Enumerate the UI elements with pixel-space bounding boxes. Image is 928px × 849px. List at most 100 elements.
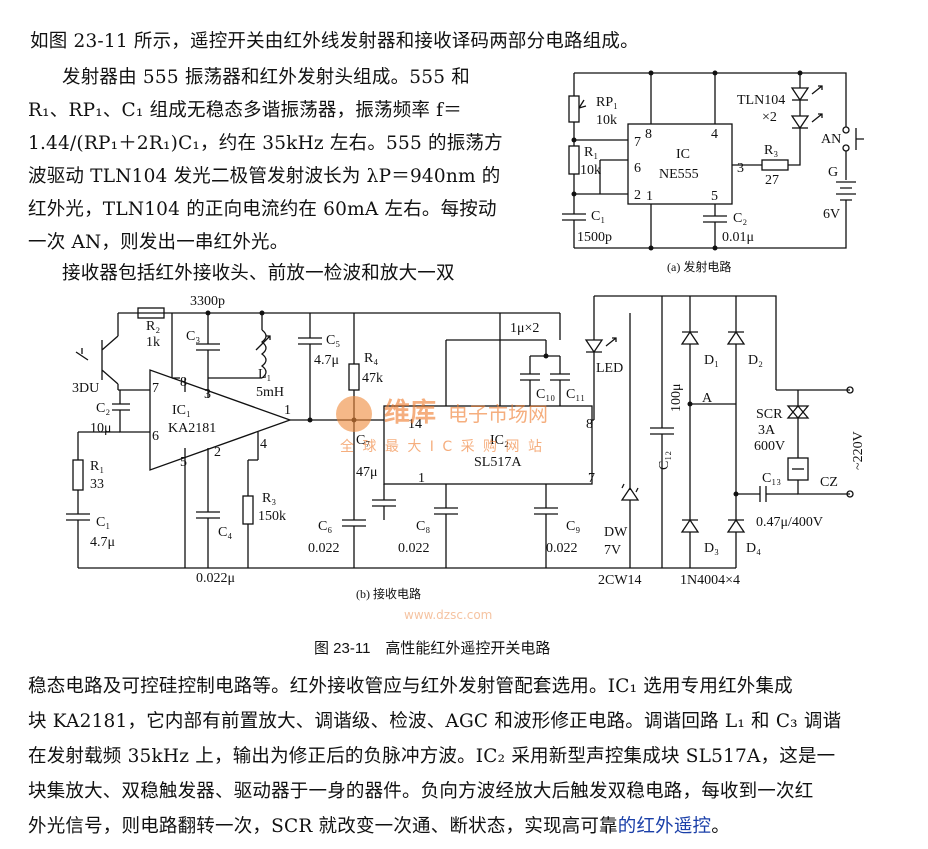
dw-value: 7V [604, 543, 621, 558]
c13-value: 0.47μ/400V [756, 515, 823, 530]
d1-label: D₁ [704, 353, 719, 368]
r1-label: R₁ [584, 145, 598, 160]
paragraph-text: 。 [711, 816, 730, 837]
c11-label: C₁₁ [566, 387, 585, 402]
scr-voltage: 600V [754, 439, 785, 454]
l1-value: 5mH [256, 385, 284, 400]
ic2-pin-1: 1 [418, 471, 425, 486]
ic2-pin-14: 14 [408, 417, 422, 432]
c2-label: C₂ [733, 211, 747, 226]
paragraph-intro: 如图 23-11 所示，遥控开关由红外线发射器和接收译码两部分电路组成。 [30, 31, 639, 52]
d4-label: D₄ [746, 541, 761, 556]
caps-label: 1μ×2 [510, 321, 539, 336]
watermark-url: www.dzsc.com [404, 608, 493, 622]
paragraph-line: 红外光，TLN104 的正向电流约在 60mA 左右。每按动 [28, 199, 497, 220]
r3-value: 27 [765, 173, 779, 188]
ic1-pin-2: 2 [214, 445, 221, 460]
led-label: LED [596, 361, 623, 376]
ic1-pin-7: 7 [152, 381, 159, 396]
pin-2: 2 [634, 188, 641, 203]
rp1-label: RP₁ [596, 95, 618, 110]
ic1-amplifier-body [149, 369, 292, 471]
paragraph-line: 块集放大、双稳触发器、驱动器于一身的器件。负向方波经放大后触发双稳电路，每收到一… [28, 781, 814, 802]
diode-part: 1N4004×4 [680, 573, 740, 588]
red-remote-link[interactable]: 的红外遥控 [617, 816, 712, 837]
cap-100-label: 100μ [669, 383, 684, 412]
c13-label: C₁₃ [762, 471, 781, 486]
c2-label: C₂ [96, 401, 110, 416]
ic1-pin-4: 4 [260, 437, 267, 452]
figure-caption: 图 23-11 高性能红外遥控开关电路 [314, 640, 550, 657]
r4-value: 47k [362, 371, 383, 386]
r3-value: 150k [258, 509, 286, 524]
c9-value: 0.022 [546, 541, 578, 556]
paragraph-line: 一次 AN，则发出一串红外光。 [28, 232, 289, 253]
ic1-pin-8: 8 [180, 375, 187, 390]
node-a-label: A [702, 391, 713, 406]
sensor-label: 3DU [72, 381, 99, 396]
c10-label: C₁₀ [536, 387, 555, 402]
r3-label: R₃ [764, 143, 778, 158]
r1-value: 10k [580, 163, 601, 178]
ic2-part: SL517A [474, 455, 522, 470]
ic2-pin-8: 8 [586, 417, 593, 432]
ic1-pin-1: 1 [284, 403, 291, 418]
paragraph-text: 外光信号，则电路翻转一次，SCR 就改变一次通、断状态，实现高可靠 [28, 816, 618, 837]
ic1-pin-5: 5 [180, 455, 187, 470]
dw-part: 2CW14 [598, 573, 642, 588]
c1-label: C₁ [591, 209, 605, 224]
pin-1: 1 [646, 189, 653, 204]
paragraph-line: 块 KA2181，它内部有前置放大、调谐级、检波、AGC 和波形修正电路。调谐回… [28, 711, 842, 732]
paragraph-line: 接收器包括红外接收头、前放一检波和放大一双 [62, 263, 455, 284]
scr-current: 3A [758, 423, 776, 438]
led-label: TLN104 [737, 93, 785, 108]
d2-label: D₂ [748, 353, 763, 368]
watermark-site: 电子市场网 [448, 402, 548, 426]
c4-value: 0.022μ [196, 571, 235, 586]
ic1-part: KA2181 [168, 421, 216, 436]
c6-label: C₆ [318, 519, 332, 534]
watermark-logo-icon [336, 396, 372, 432]
c7-value: 47μ [356, 465, 378, 480]
battery-label: G [828, 165, 838, 180]
c8-value: 0.022 [398, 541, 430, 556]
mains-label: ~220V [851, 431, 866, 470]
r2-value: 1k [146, 335, 160, 350]
c1-label: C₁ [96, 515, 110, 530]
pin-5: 5 [711, 189, 718, 204]
r3-label: R₃ [262, 491, 276, 506]
c4-label: C₄ [218, 525, 232, 540]
ic2-pin-7: 7 [588, 471, 595, 486]
c2-value: 0.01μ [722, 230, 754, 245]
ic1-label: IC₁ [172, 403, 191, 418]
c5-value: 4.7μ [314, 353, 339, 368]
paragraph-line: R₁、RP₁、C₁ 组成无稳态多谐振荡器，振荡频率 f＝ [28, 100, 462, 121]
ic1-pin-6: 6 [152, 429, 159, 444]
watermark: 维库 电子市场网 全 球 最 大 I C 采 购 网 站 [332, 392, 622, 462]
paragraph-line: 1.44/(RP₁＋2R₁)C₁，约在 35kHz 左右。555 的振荡方 [28, 133, 503, 154]
c3-value: 3300p [190, 294, 225, 309]
ic-555-body [627, 123, 733, 205]
paragraph-line: 稳态电路及可控硅控制电路等。红外接收管应与红外发射管配套选用。IC₁ 选用专用红… [28, 676, 793, 697]
paragraph-line: 发射器由 555 振荡器和红外发射头组成。555 和 [62, 67, 470, 88]
pin-3: 3 [737, 161, 744, 176]
pin-4: 4 [711, 127, 718, 142]
c2-value: 10μ [90, 421, 112, 436]
dw-label: DW [604, 525, 628, 540]
pin-7: 7 [634, 135, 641, 150]
paragraph-line: 在发射载频 35kHz 上，输出为修正后的负脉冲方波。IC₂ 采用新型声控集成块… [28, 746, 836, 767]
led-count: ×2 [762, 110, 777, 125]
r2-label: R₂ [146, 319, 160, 334]
ic2-body [383, 405, 593, 485]
watermark-tagline: 全 球 最 大 I C 采 购 网 站 [340, 439, 544, 455]
c8-label: C₈ [416, 519, 430, 534]
c1-value: 1500p [577, 230, 612, 245]
rp1-value: 10k [596, 113, 617, 128]
c5-label: C₅ [326, 333, 340, 348]
c12-label: C₁₂ [657, 451, 672, 470]
switch-label: AN [821, 132, 841, 147]
watermark-brand: 维库 [384, 398, 437, 428]
c7-label: C₇ [356, 433, 370, 448]
